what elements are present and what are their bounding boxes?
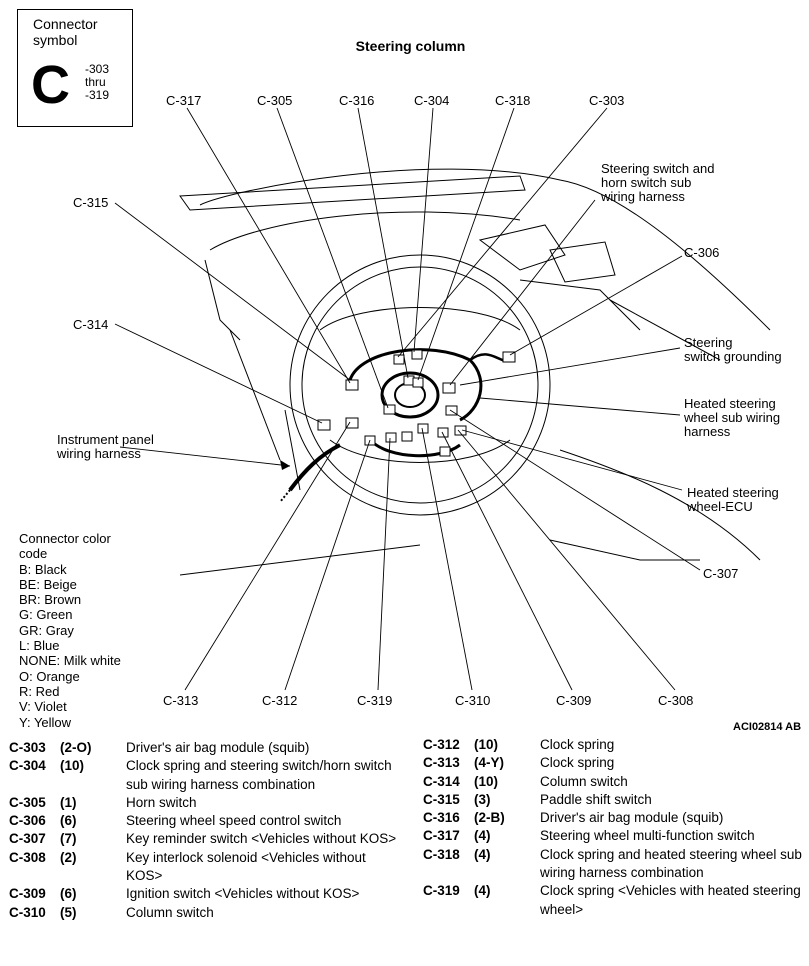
label-c317: C-317 — [166, 93, 202, 108]
connector-range: -303 thru -319 — [85, 62, 110, 102]
figure-id: ACI02814 AB — [733, 721, 802, 733]
table-row: C-303(2-O)Driver's air bag module (squib… — [9, 740, 310, 755]
annotation-grounding: Steering switch grounding — [684, 335, 782, 364]
table-row: C-313(4-Y)Clock spring — [423, 755, 615, 771]
table-row: C-304(10)Clock spring and steering switc… — [9, 758, 392, 792]
label-c307: C-307 — [703, 566, 739, 581]
label-c316: C-316 — [339, 93, 375, 108]
label-c309: C-309 — [556, 693, 592, 708]
annotation-heated-harness: Heated steering wheel sub wiring harness — [684, 396, 781, 439]
table-row: C-314(10)Column switch — [423, 773, 628, 789]
label-c318: C-318 — [495, 93, 531, 108]
table-row: C-315(3)Paddle shift switch — [423, 791, 652, 807]
table-row: C-319(4)Clock spring <Vehicles with heat… — [423, 883, 801, 917]
annotation-instrument-panel: Instrument panel wiring harness — [57, 432, 154, 461]
annotation-heated-ecu: Heated steering wheel-ECU — [687, 485, 779, 514]
steering-column-illustration — [114, 107, 771, 691]
label-c305: C-305 — [257, 93, 293, 108]
table-row: C-306(6)Steering wheel speed control swi… — [9, 813, 342, 829]
label-c312: C-312 — [262, 693, 298, 708]
label-c308: C-308 — [658, 693, 694, 708]
table-row: C-310(5)Column switch — [9, 904, 214, 920]
label-c315: C-315 — [73, 195, 109, 210]
table-row: C-305(1)Horn switch — [9, 794, 197, 810]
table-row: C-318(4)Clock spring and heated steering… — [423, 846, 802, 881]
table-row: C-316(2-B)Driver's air bag module (squib… — [423, 810, 724, 826]
table-row: C-312(10)Clock spring — [423, 737, 615, 752]
label-c303: C-303 — [589, 93, 625, 108]
label-c314: C-314 — [73, 317, 109, 332]
color-code-key: Connector color code B: Black BE: Beige … — [19, 531, 121, 730]
table-row: C-317(4)Steering wheel multi-function sw… — [423, 828, 755, 844]
annotation-steering-harness: Steering switch and horn switch sub wiri… — [601, 161, 715, 204]
table-row: C-307(7)Key reminder switch <Vehicles wi… — [9, 831, 397, 847]
connector-symbol-box: Connector symbol C -303 thru -319 — [17, 9, 133, 127]
connector-table-right: C-312(10)Clock spring C-313(4-Y)Clock sp… — [423, 736, 803, 919]
table-row: C-309(6)Ignition switch <Vehicles withou… — [9, 886, 360, 902]
label-c313: C-313 — [163, 693, 199, 708]
diagram-title: Steering column — [355, 38, 466, 54]
label-c306: C-306 — [684, 245, 720, 260]
label-c310: C-310 — [455, 693, 491, 708]
connector-table-left: C-303(2-O)Driver's air bag module (squib… — [9, 739, 404, 922]
connector-symbol-letter: C — [31, 55, 70, 115]
label-c304: C-304 — [414, 93, 450, 108]
connector-symbol-title: Connector symbol — [33, 16, 98, 48]
label-c319: C-319 — [357, 693, 393, 708]
table-row: C-308(2)Key interlock solenoid <Vehicles… — [9, 849, 366, 884]
